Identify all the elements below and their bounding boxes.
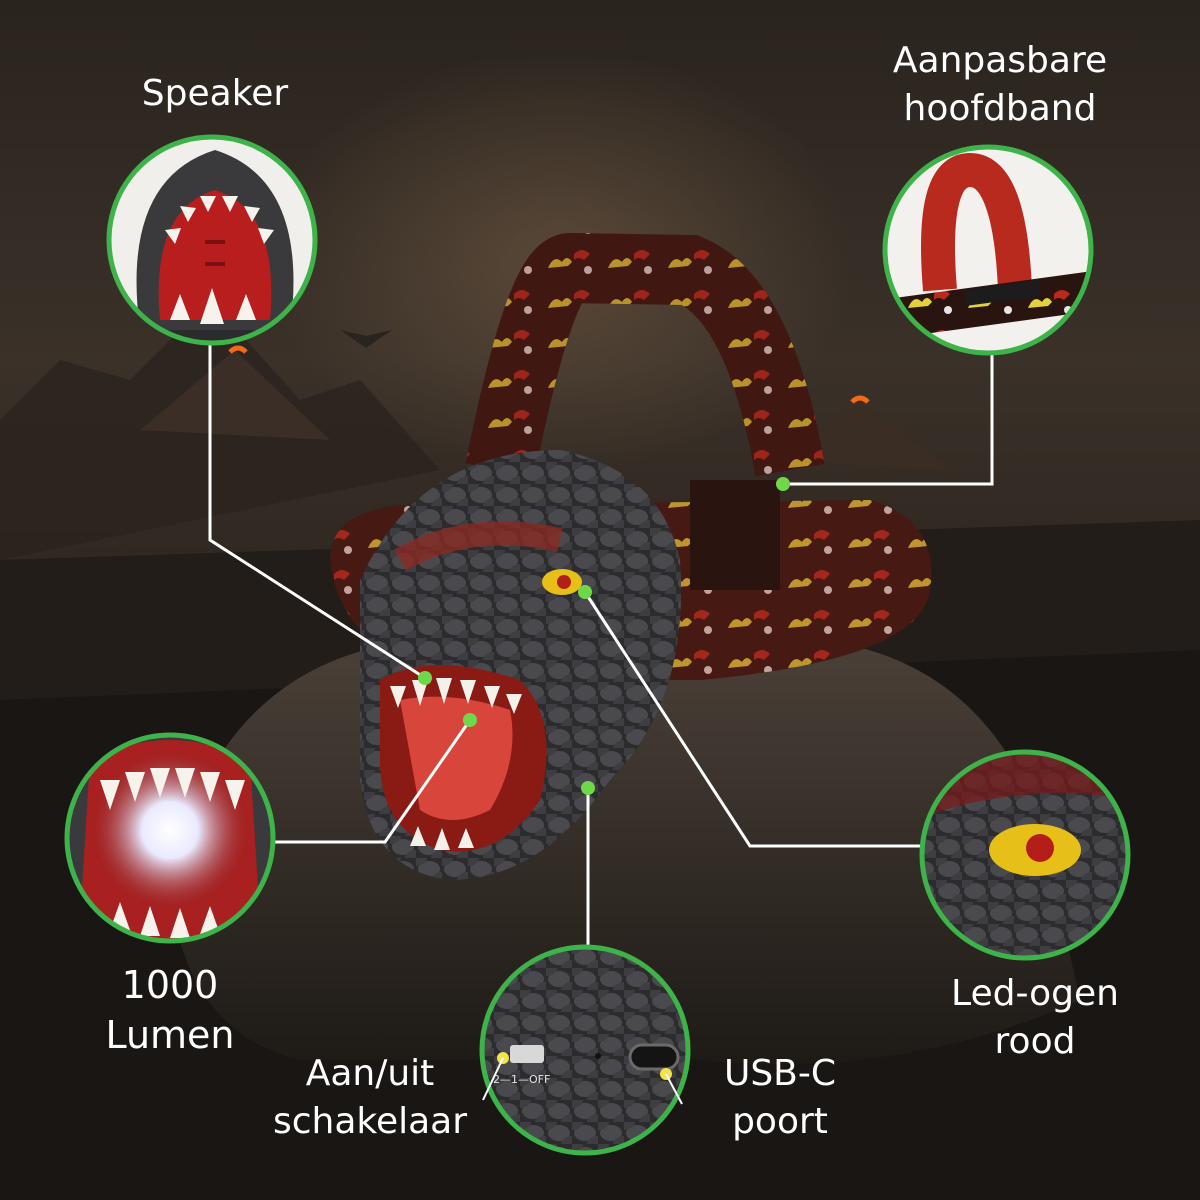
eye-line xyxy=(583,591,925,848)
lumen-detail-circle xyxy=(64,732,276,944)
label-usb-line1: USB-C xyxy=(723,1053,837,1094)
label-switch-line1: Aan/uit xyxy=(305,1053,435,1094)
headband-detail-circle xyxy=(882,144,1094,356)
label-eyes-line2: rood xyxy=(994,1021,1076,1062)
eye-dot xyxy=(578,585,592,599)
label-lumen-line2: Lumen xyxy=(105,1013,235,1057)
speaker-dot xyxy=(418,671,432,685)
bottom-detail-circle: 2—1—OFF xyxy=(479,944,691,1156)
headband-line xyxy=(783,352,994,486)
label-eyes: Led-ogen rood xyxy=(920,970,1150,1066)
speaker-detail-circle xyxy=(106,134,318,346)
lumen-dot xyxy=(463,713,477,727)
switch-print: 2—1—OFF xyxy=(493,1073,550,1086)
lumen-line xyxy=(270,719,472,844)
callout-dots xyxy=(418,477,790,795)
bottom-dot xyxy=(581,781,595,795)
label-switch-line2: schakelaar xyxy=(272,1101,468,1142)
label-lumen: 1000 Lumen xyxy=(70,960,270,1060)
label-usb-line2: poort xyxy=(732,1101,828,1142)
label-eyes-line1: Led-ogen xyxy=(951,973,1119,1014)
label-switch: Aan/uit schakelaar xyxy=(255,1050,485,1146)
speaker-line xyxy=(208,342,426,680)
callout-lines xyxy=(208,342,994,950)
label-usb: USB-C poort xyxy=(690,1050,870,1146)
label-headband-line2: hoofdband xyxy=(903,88,1097,129)
headband-dot xyxy=(776,477,790,491)
label-speaker: Speaker xyxy=(110,70,320,118)
label-headband-line1: Aanpasbare xyxy=(892,40,1108,81)
label-lumen-line1: 1000 xyxy=(121,963,219,1007)
label-speaker-text: Speaker xyxy=(141,73,289,114)
label-headband: Aanpasbare hoofdband xyxy=(850,37,1150,133)
dinosaur-head xyxy=(360,450,682,880)
